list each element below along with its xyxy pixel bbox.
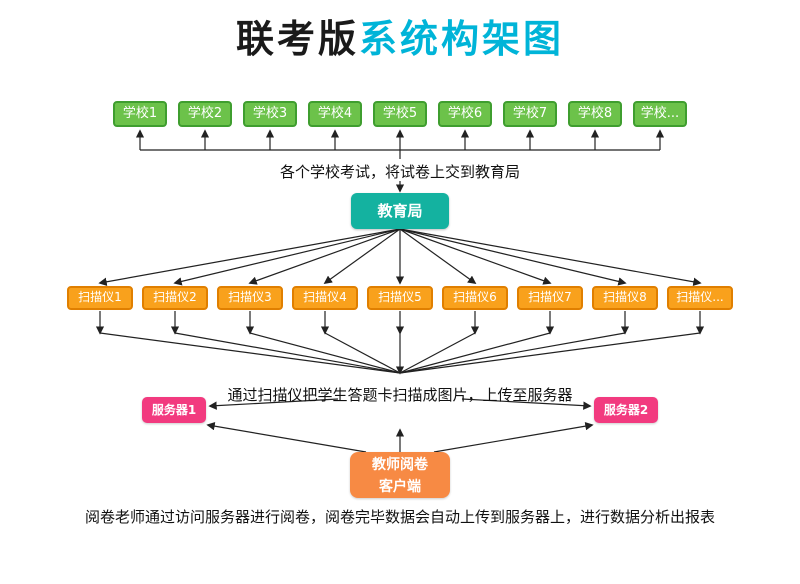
school-node-4: 学校4 bbox=[308, 101, 362, 127]
scanner-node-4: 扫描仪4 bbox=[292, 286, 358, 310]
bureau-node: 教育局 bbox=[351, 193, 449, 229]
caption-schools-to-bureau: 各个学校考试，将试卷上交到教育局 bbox=[279, 163, 520, 181]
school-node-1: 学校1 bbox=[113, 101, 167, 127]
school-node-5: 学校5 bbox=[373, 101, 427, 127]
scanner-node-8: 扫描仪8 bbox=[592, 286, 658, 310]
scanner-node-3: 扫描仪3 bbox=[217, 286, 283, 310]
page-title: 联考版系统构架图 bbox=[0, 8, 800, 63]
caption-scan-upload: 通过扫描仪把学生答题卡扫描成图片，上传至服务器 bbox=[227, 386, 573, 404]
server1-node: 服务器1 bbox=[142, 397, 206, 423]
scanner-node-1: 扫描仪1 bbox=[67, 286, 133, 310]
grading-client-node: 教师阅卷 客户端 bbox=[350, 452, 450, 498]
scanner-node-6: 扫描仪6 bbox=[442, 286, 508, 310]
school-node-2: 学校2 bbox=[178, 101, 232, 127]
school-node-3: 学校3 bbox=[243, 101, 297, 127]
title-black-part: 联考版 bbox=[235, 17, 359, 61]
school-node-8: 学校8 bbox=[568, 101, 622, 127]
school-node-more: 学校... bbox=[633, 101, 687, 127]
scanner-node-more: 扫描仪... bbox=[667, 286, 733, 310]
school-node-7: 学校7 bbox=[503, 101, 557, 127]
scanner-node-5: 扫描仪5 bbox=[367, 286, 433, 310]
grading-client-line2: 客户端 bbox=[379, 479, 421, 495]
school-node-6: 学校6 bbox=[438, 101, 492, 127]
scanner-node-7: 扫描仪7 bbox=[517, 286, 583, 310]
title-cyan-part: 系统构架图 bbox=[359, 17, 565, 61]
scanner-node-2: 扫描仪2 bbox=[142, 286, 208, 310]
caption-bottom: 阅卷老师通过访问服务器进行阅卷，阅卷完毕数据会自动上传到服务器上，进行数据分析出… bbox=[84, 508, 715, 526]
server2-node: 服务器2 bbox=[594, 397, 658, 423]
grading-client-line1: 教师阅卷 bbox=[372, 457, 428, 473]
